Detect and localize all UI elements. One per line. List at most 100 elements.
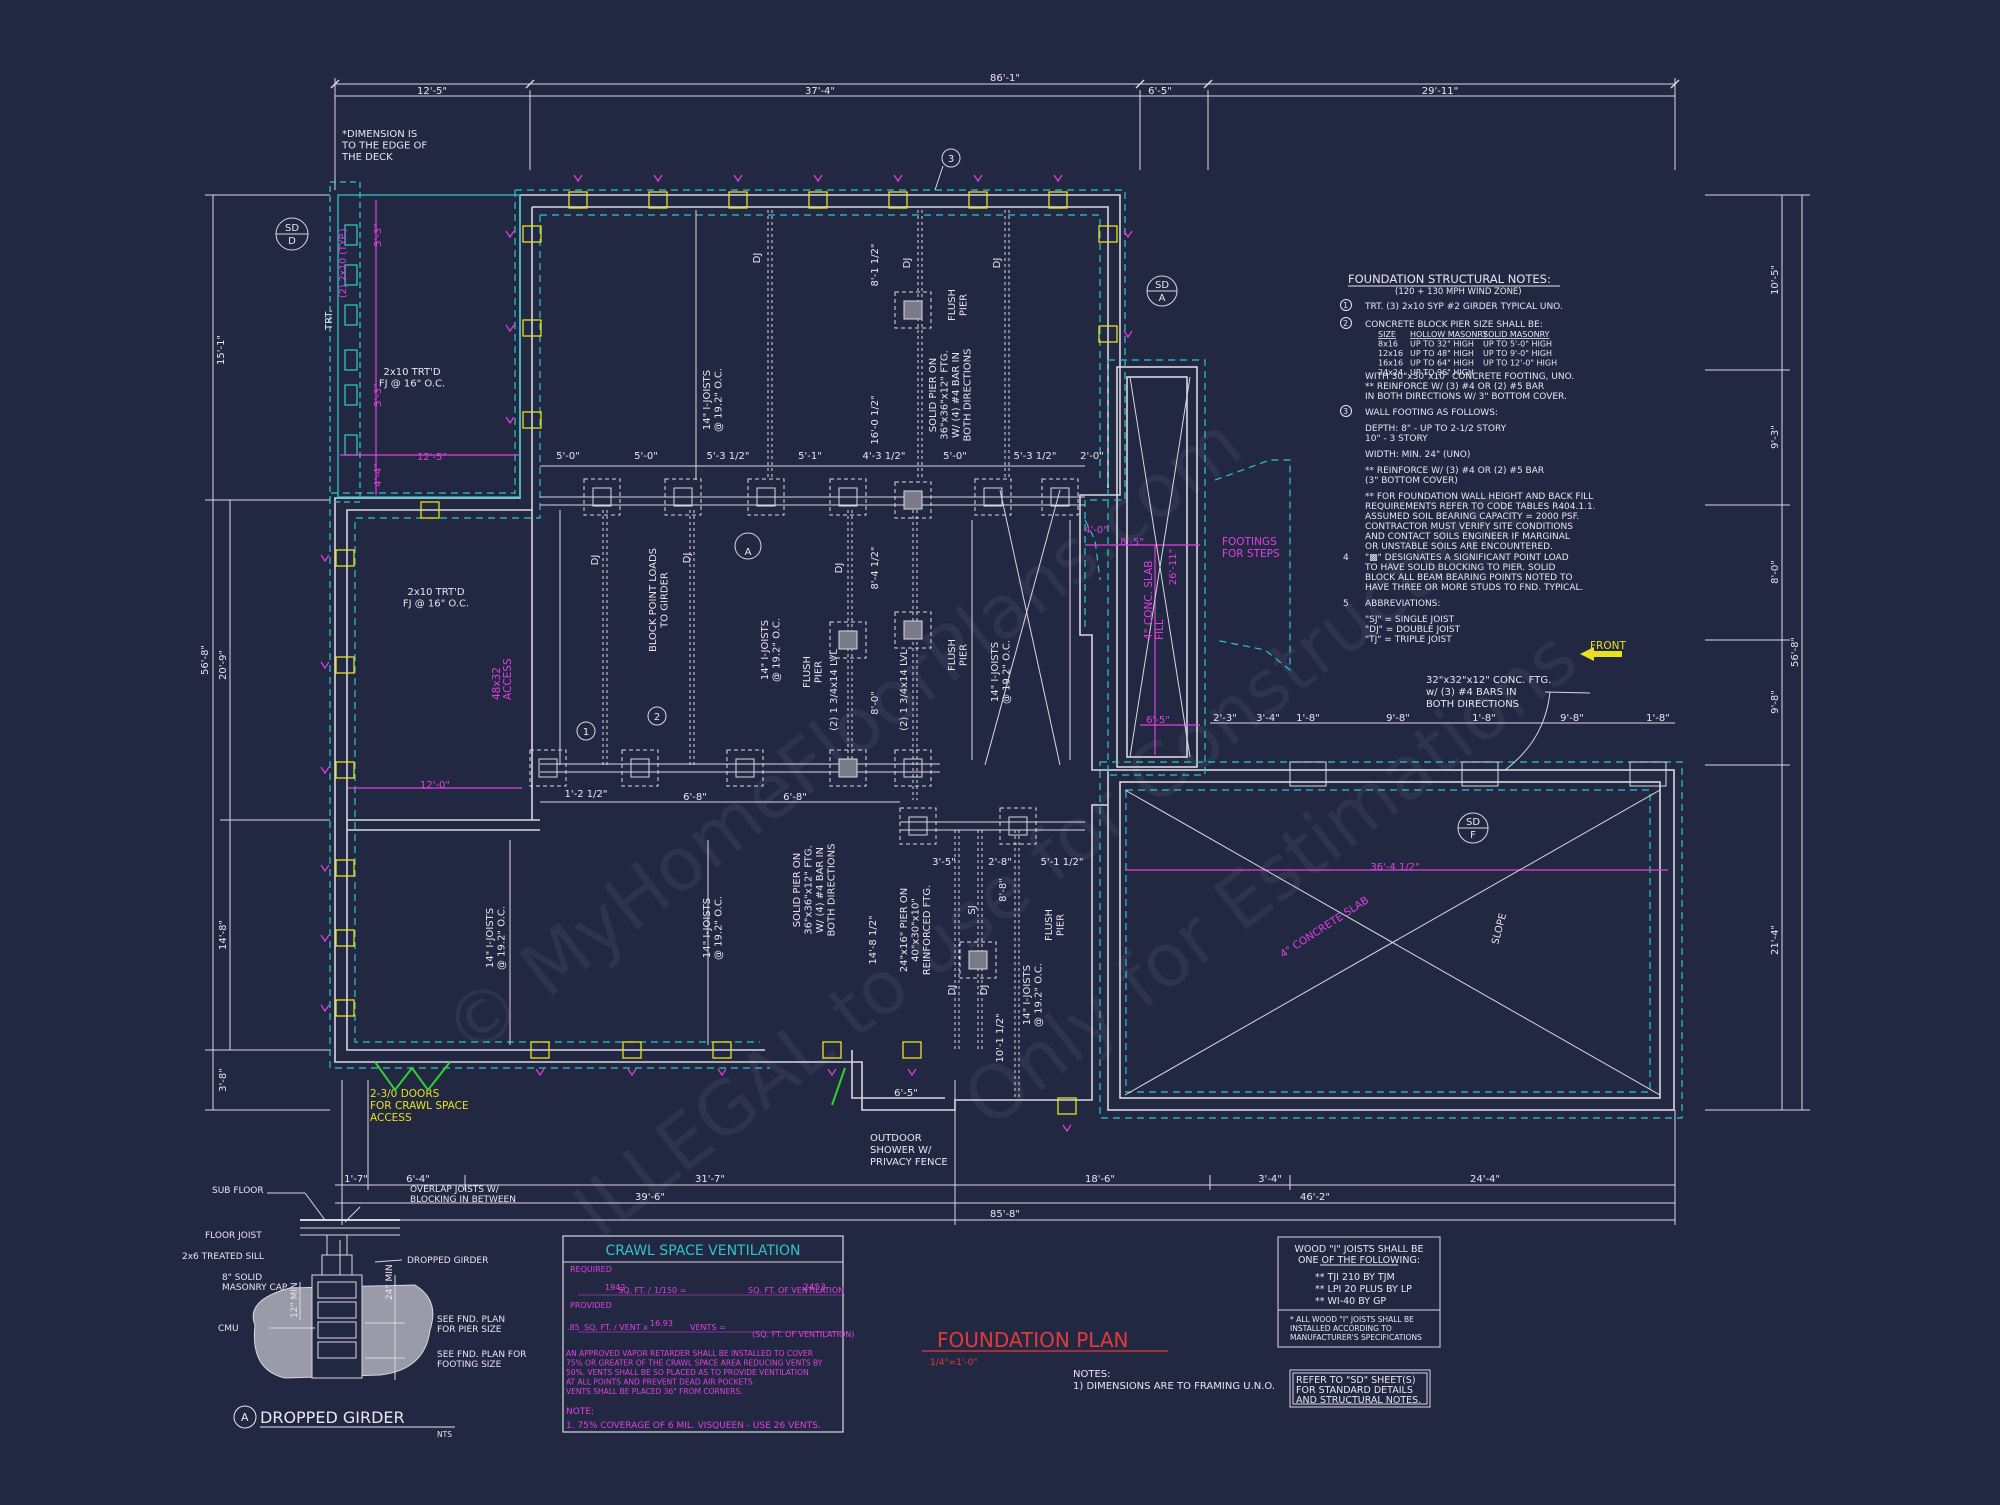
sj-1: SJ [967, 905, 978, 914]
joist-spec-box: WOOD "I" JOISTS SHALL BE ONE OF THE FOLL… [1277, 1236, 1441, 1348]
dj-6: DJ [834, 563, 845, 574]
sd-f-bottom: F [1470, 830, 1476, 841]
gd-5: 4'-3 1/2" [863, 451, 906, 462]
misc-9: 8'-8" [998, 878, 1009, 902]
notes-title: FOUNDATION STRUCTURAL NOTES: [1348, 272, 1551, 286]
ventilation-box: CRAWL SPACE VENTILATION REQUIRED 1942 SQ… [562, 1235, 854, 1433]
misc-4: 8'-0" [870, 691, 881, 715]
vent-title: CRAWL SPACE VENTILATION [605, 1243, 800, 1259]
joist-item-1: ** TJI 210 BY TJM [1315, 1272, 1395, 1283]
vent [1098, 225, 1118, 243]
note-5: ABBREVIATIONS: [1365, 599, 1440, 609]
pier-24-label: 24"x16" PIER ON40"x30"x10"REINFORCED FTG… [899, 885, 933, 976]
dim-bot-3: 31'-7" [695, 1174, 725, 1185]
gd-6: 5'-0" [943, 451, 967, 462]
dim-left-3: 3'-8" [218, 1068, 229, 1092]
vent-marker [717, 1068, 727, 1077]
detail-overlap: OVERLAP JOISTS W/BLOCKING IN BETWEEN [410, 1185, 516, 1205]
dj-2: DJ [902, 258, 913, 269]
vent-marker [813, 174, 823, 183]
pier-table-cell: 8x16 [1378, 340, 1398, 349]
vent [1048, 191, 1068, 209]
pier [974, 478, 1012, 516]
n5-num: 5 [1343, 599, 1349, 609]
solid-pier-1: SOLID PIER ON36"x36"x12" FTG.W/ (4) #4 B… [928, 348, 974, 441]
vent-prov-label-a: SQ. FT. / VENT x [584, 1323, 648, 1332]
dimension-lines [205, 78, 1810, 1225]
joist-line-2: ONE OF THE FOLLOWING: [1298, 1255, 1420, 1266]
top-dimensions: 86'-1" 12'-5" 37'-4" 6'-5" 29'-11" [417, 73, 1458, 97]
joist-label-5: 14" I-JOISTS@ 19.2" O.C. [485, 906, 508, 970]
lg-2: 6'-8" [683, 792, 707, 803]
dropped-girder-text: SUB FLOOR OVERLAP JOISTS W/BLOCKING IN B… [182, 1185, 526, 1439]
vent-marker [1123, 330, 1133, 339]
misc-7: 2'-8" [988, 857, 1012, 868]
dj-4: DJ [590, 555, 601, 566]
single-joists [509, 210, 1071, 1045]
dim-left-2: 56'-8" [200, 645, 211, 675]
misc-1: 8'-1 1/2" [870, 244, 881, 287]
vent [822, 1041, 842, 1059]
misc-6: 3'-5" [932, 857, 956, 868]
misc-8: 5'-1 1/2" [1041, 857, 1084, 868]
girders [540, 465, 1085, 831]
front-arrow-icon [1580, 647, 1622, 661]
vent-prov-a: .85 [567, 1323, 580, 1332]
dj-1: DJ [752, 253, 763, 264]
gt-2: 3'-4" [1256, 713, 1280, 724]
double-joists [602, 210, 1020, 1100]
joist-label-1: 14" I-JOISTS@ 19.2" O.C. [702, 368, 725, 432]
vent-note: 1. 75% COVERAGE OF 6 MIL. VISQUEEN - USE… [566, 1421, 821, 1431]
pier [621, 749, 659, 787]
pier-table-cell: UP TO 96" HIGH [1410, 368, 1474, 377]
dropped-girder-detail [233, 1192, 434, 1429]
dj-3: DJ [992, 258, 1003, 269]
garage-top-dimensions: 2'-3" 3'-4" 1'-8" 9'-8" 1'-8" 9'-8" 1'-8… [1210, 713, 1675, 724]
dim-top-1: 12'-5" [417, 86, 447, 97]
misc-dimensions: 8'-1 1/2" 16'-0 1/2" 8'-4 1/2" 8'-0" 14'… [868, 244, 1083, 1099]
notes-label: NOTES: [1073, 1369, 1111, 1380]
flush-pier-4: FLUSHPIER [1044, 909, 1067, 941]
pier [894, 291, 932, 329]
front-arrow [1580, 647, 1622, 661]
dim-left-5: 14'-8" [218, 920, 229, 950]
dim-bot-5: 3'-4" [1258, 1174, 1282, 1185]
dj-5: DJ [682, 553, 693, 564]
pier-table-cell: UP TO 5'-0" HIGH [1483, 340, 1552, 349]
title-block: FOUNDATION PLAN 1/4"=1'-0" NOTES: 1) DIM… [922, 1328, 1275, 1392]
vent [335, 549, 355, 567]
dim-bot-1: 1'-7" [344, 1174, 368, 1185]
vent-marker [907, 1068, 917, 1077]
vent-prov-c: (SQ. FT. OF VENTILATION) [752, 1330, 854, 1339]
vent-marker [505, 324, 515, 333]
flush-pier-2: FLUSHPIER [802, 656, 825, 688]
pier [726, 749, 764, 787]
gd-2: 5'-0" [634, 451, 658, 462]
vent-markers [320, 174, 1133, 1133]
vent-marker [320, 766, 330, 775]
vent-required: REQUIRED [570, 1265, 612, 1274]
gd-7: 5'-3 1/2" [1014, 451, 1057, 462]
left-dimensions: 15'-1" 56'-8" 3'-8" 20'-9" 14'-8" [200, 335, 229, 1092]
pier [959, 941, 997, 979]
pier-table-cell: SIZE [1378, 330, 1396, 339]
deck-left-3: 4'-4" [373, 463, 384, 487]
vent-req-c: SQ. FT. OF VENTILATION [748, 1286, 844, 1295]
vent-marker [653, 174, 663, 183]
dim-right-overall: 56'-8" [1790, 637, 1801, 667]
step-height: 26'-11" [1168, 549, 1179, 585]
vent-marker [733, 174, 743, 183]
gt-6: 9'-8" [1560, 713, 1584, 724]
structural-notes: FOUNDATION STRUCTURAL NOTES: (120 + 130 … [1340, 272, 1596, 645]
detail-scale: NTS [437, 1430, 452, 1439]
trt-label: TRT. [324, 310, 335, 331]
vent [568, 191, 588, 209]
